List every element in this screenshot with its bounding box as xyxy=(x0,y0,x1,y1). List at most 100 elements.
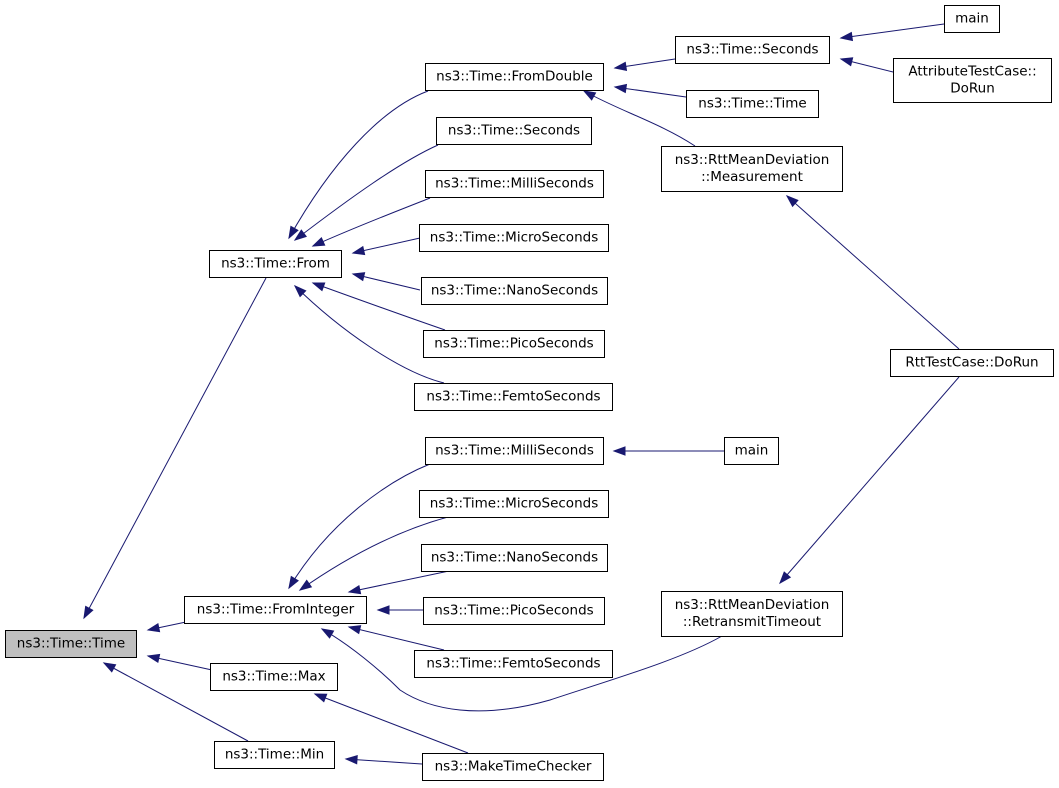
edge-main_mid-to-fi_milliseconds xyxy=(612,446,724,456)
edge-min-to-time_time_root xyxy=(102,662,249,742)
node-box[interactable] xyxy=(414,383,613,411)
node-rtt-retransmit[interactable]: ns3::RttMeanDeviation::RetransmitTimeout xyxy=(661,591,843,637)
edge-fi_femtoseconds-to-from_integer xyxy=(347,625,445,651)
node-box[interactable] xyxy=(414,650,613,678)
arrowhead-icon xyxy=(839,31,854,42)
node-fi-picoseconds[interactable]: ns3::Time::PicoSeconds xyxy=(423,597,605,625)
node-label: ns3::Time::Time xyxy=(698,96,806,112)
arrowhead-icon xyxy=(785,195,799,208)
node-box[interactable] xyxy=(661,591,843,637)
node-box[interactable] xyxy=(419,490,609,518)
node-box[interactable] xyxy=(425,63,604,91)
edge-fi_milliseconds-to-from_integer xyxy=(288,463,431,590)
edges-layer xyxy=(83,23,960,765)
node-box[interactable] xyxy=(214,741,335,769)
arrowhead-icon xyxy=(146,653,161,664)
arrowhead-icon xyxy=(288,225,299,240)
node-box[interactable] xyxy=(419,224,609,252)
node-box[interactable] xyxy=(893,58,1052,103)
node-attribute-test[interactable]: AttributeTestCase::DoRun xyxy=(893,58,1052,103)
node-from-nanoseconds[interactable]: ns3::Time::NanoSeconds xyxy=(421,277,608,305)
edge-from_milliseconds-to-from xyxy=(311,197,431,247)
node-label: ns3::Time::FromDouble xyxy=(436,69,593,85)
node-fi-nanoseconds[interactable]: ns3::Time::NanoSeconds xyxy=(421,544,608,572)
edge-rtt_test-to-rtt_retransmit xyxy=(779,376,960,585)
node-box[interactable] xyxy=(5,630,137,658)
arrowhead-icon xyxy=(311,282,326,292)
node-label: ns3::Time::MicroSeconds xyxy=(430,496,598,512)
node-box[interactable] xyxy=(686,90,819,118)
node-from-picoseconds[interactable]: ns3::Time::PicoSeconds xyxy=(423,330,605,358)
edge-line xyxy=(299,516,449,591)
node-make-time-checker[interactable]: ns3::MakeTimeChecker xyxy=(422,753,604,781)
node-fi-microseconds[interactable]: ns3::Time::MicroSeconds xyxy=(419,490,609,518)
edge-fi_nanoseconds-to-from_integer xyxy=(347,570,450,595)
node-label: ns3::Time::PicoSeconds xyxy=(434,336,593,352)
edge-line xyxy=(321,628,723,712)
node-rtt-test[interactable]: RttTestCase::DoRun xyxy=(890,349,1054,377)
node-from-seconds[interactable]: ns3::Time::Seconds xyxy=(436,117,592,145)
node-label: AttributeTestCase:: xyxy=(908,64,1036,80)
node-box[interactable] xyxy=(944,5,1000,33)
node-label: main xyxy=(735,443,769,459)
node-rtt-measurement[interactable]: ns3::RttMeanDeviation::Measurement xyxy=(661,146,843,192)
arrowhead-icon xyxy=(344,755,358,765)
edge-fi_microseconds-to-from_integer xyxy=(298,516,449,591)
edge-line xyxy=(345,758,423,765)
edge-make_time_checker-to-min xyxy=(344,755,423,765)
node-label: ns3::Time::FromInteger xyxy=(197,602,355,618)
edge-line xyxy=(294,285,445,384)
node-box[interactable] xyxy=(724,437,779,465)
arrowhead-icon xyxy=(146,623,161,633)
node-box[interactable] xyxy=(423,597,605,625)
node-main-mid[interactable]: main xyxy=(724,437,779,465)
node-main-top[interactable]: main xyxy=(944,5,1000,33)
node-box[interactable] xyxy=(423,330,605,358)
arrowhead-icon xyxy=(83,605,94,620)
node-box[interactable] xyxy=(425,437,604,465)
node-box[interactable] xyxy=(675,36,830,64)
edge-from_femtoseconds-to-from xyxy=(293,284,445,384)
edge-line xyxy=(83,277,267,619)
arrowhead-icon xyxy=(313,693,328,703)
node-box[interactable] xyxy=(425,170,604,198)
node-fd-time-time[interactable]: ns3::Time::Time xyxy=(686,90,819,118)
arrowhead-icon xyxy=(376,605,390,615)
edge-fi_picoseconds-to-from_integer xyxy=(376,605,423,615)
edge-rtt_test-to-rtt_measurement xyxy=(785,195,960,350)
arrowhead-icon xyxy=(613,61,628,71)
edge-line xyxy=(314,693,469,754)
edge-rtt_measurement-to-from_double xyxy=(582,90,696,147)
node-from-femtoseconds[interactable]: ns3::Time::FemtoSeconds xyxy=(414,383,613,411)
node-max[interactable]: ns3::Time::Max xyxy=(210,663,338,691)
edge-make_time_checker-to-max xyxy=(313,693,469,754)
node-from[interactable]: ns3::Time::From xyxy=(209,250,342,278)
edge-line xyxy=(312,282,446,331)
node-label: ns3::Time::NanoSeconds xyxy=(431,283,598,299)
node-time-time-root[interactable]: ns3::Time::Time xyxy=(5,630,137,658)
node-fi-femtoseconds[interactable]: ns3::Time::FemtoSeconds xyxy=(414,650,613,678)
node-fd-seconds[interactable]: ns3::Time::Seconds xyxy=(675,36,830,64)
arrowhead-icon xyxy=(102,662,117,673)
node-box[interactable] xyxy=(209,250,342,278)
edge-attribute_test-to-fd_seconds xyxy=(839,57,894,73)
node-box[interactable] xyxy=(661,146,843,192)
node-from-integer[interactable]: ns3::Time::FromInteger xyxy=(184,596,367,624)
node-box[interactable] xyxy=(890,349,1054,377)
node-label: ns3::Time::PicoSeconds xyxy=(434,603,593,619)
node-label: ns3::Time::Seconds xyxy=(448,123,580,139)
node-box[interactable] xyxy=(436,117,592,145)
node-label: ns3::Time::MilliSeconds xyxy=(435,443,594,459)
arrowhead-icon xyxy=(351,245,366,256)
node-min[interactable]: ns3::Time::Min xyxy=(214,741,335,769)
node-box[interactable] xyxy=(184,596,367,624)
node-from-microseconds[interactable]: ns3::Time::MicroSeconds xyxy=(419,224,609,252)
node-fi-milliseconds[interactable]: ns3::Time::MilliSeconds xyxy=(425,437,604,465)
node-box[interactable] xyxy=(421,544,608,572)
node-box[interactable] xyxy=(422,753,604,781)
node-box[interactable] xyxy=(421,277,608,305)
node-from-double[interactable]: ns3::Time::FromDouble xyxy=(425,63,604,91)
node-box[interactable] xyxy=(210,663,338,691)
edge-from_integer-to-time_time_root xyxy=(146,621,187,633)
node-from-milliseconds[interactable]: ns3::Time::MilliSeconds xyxy=(425,170,604,198)
